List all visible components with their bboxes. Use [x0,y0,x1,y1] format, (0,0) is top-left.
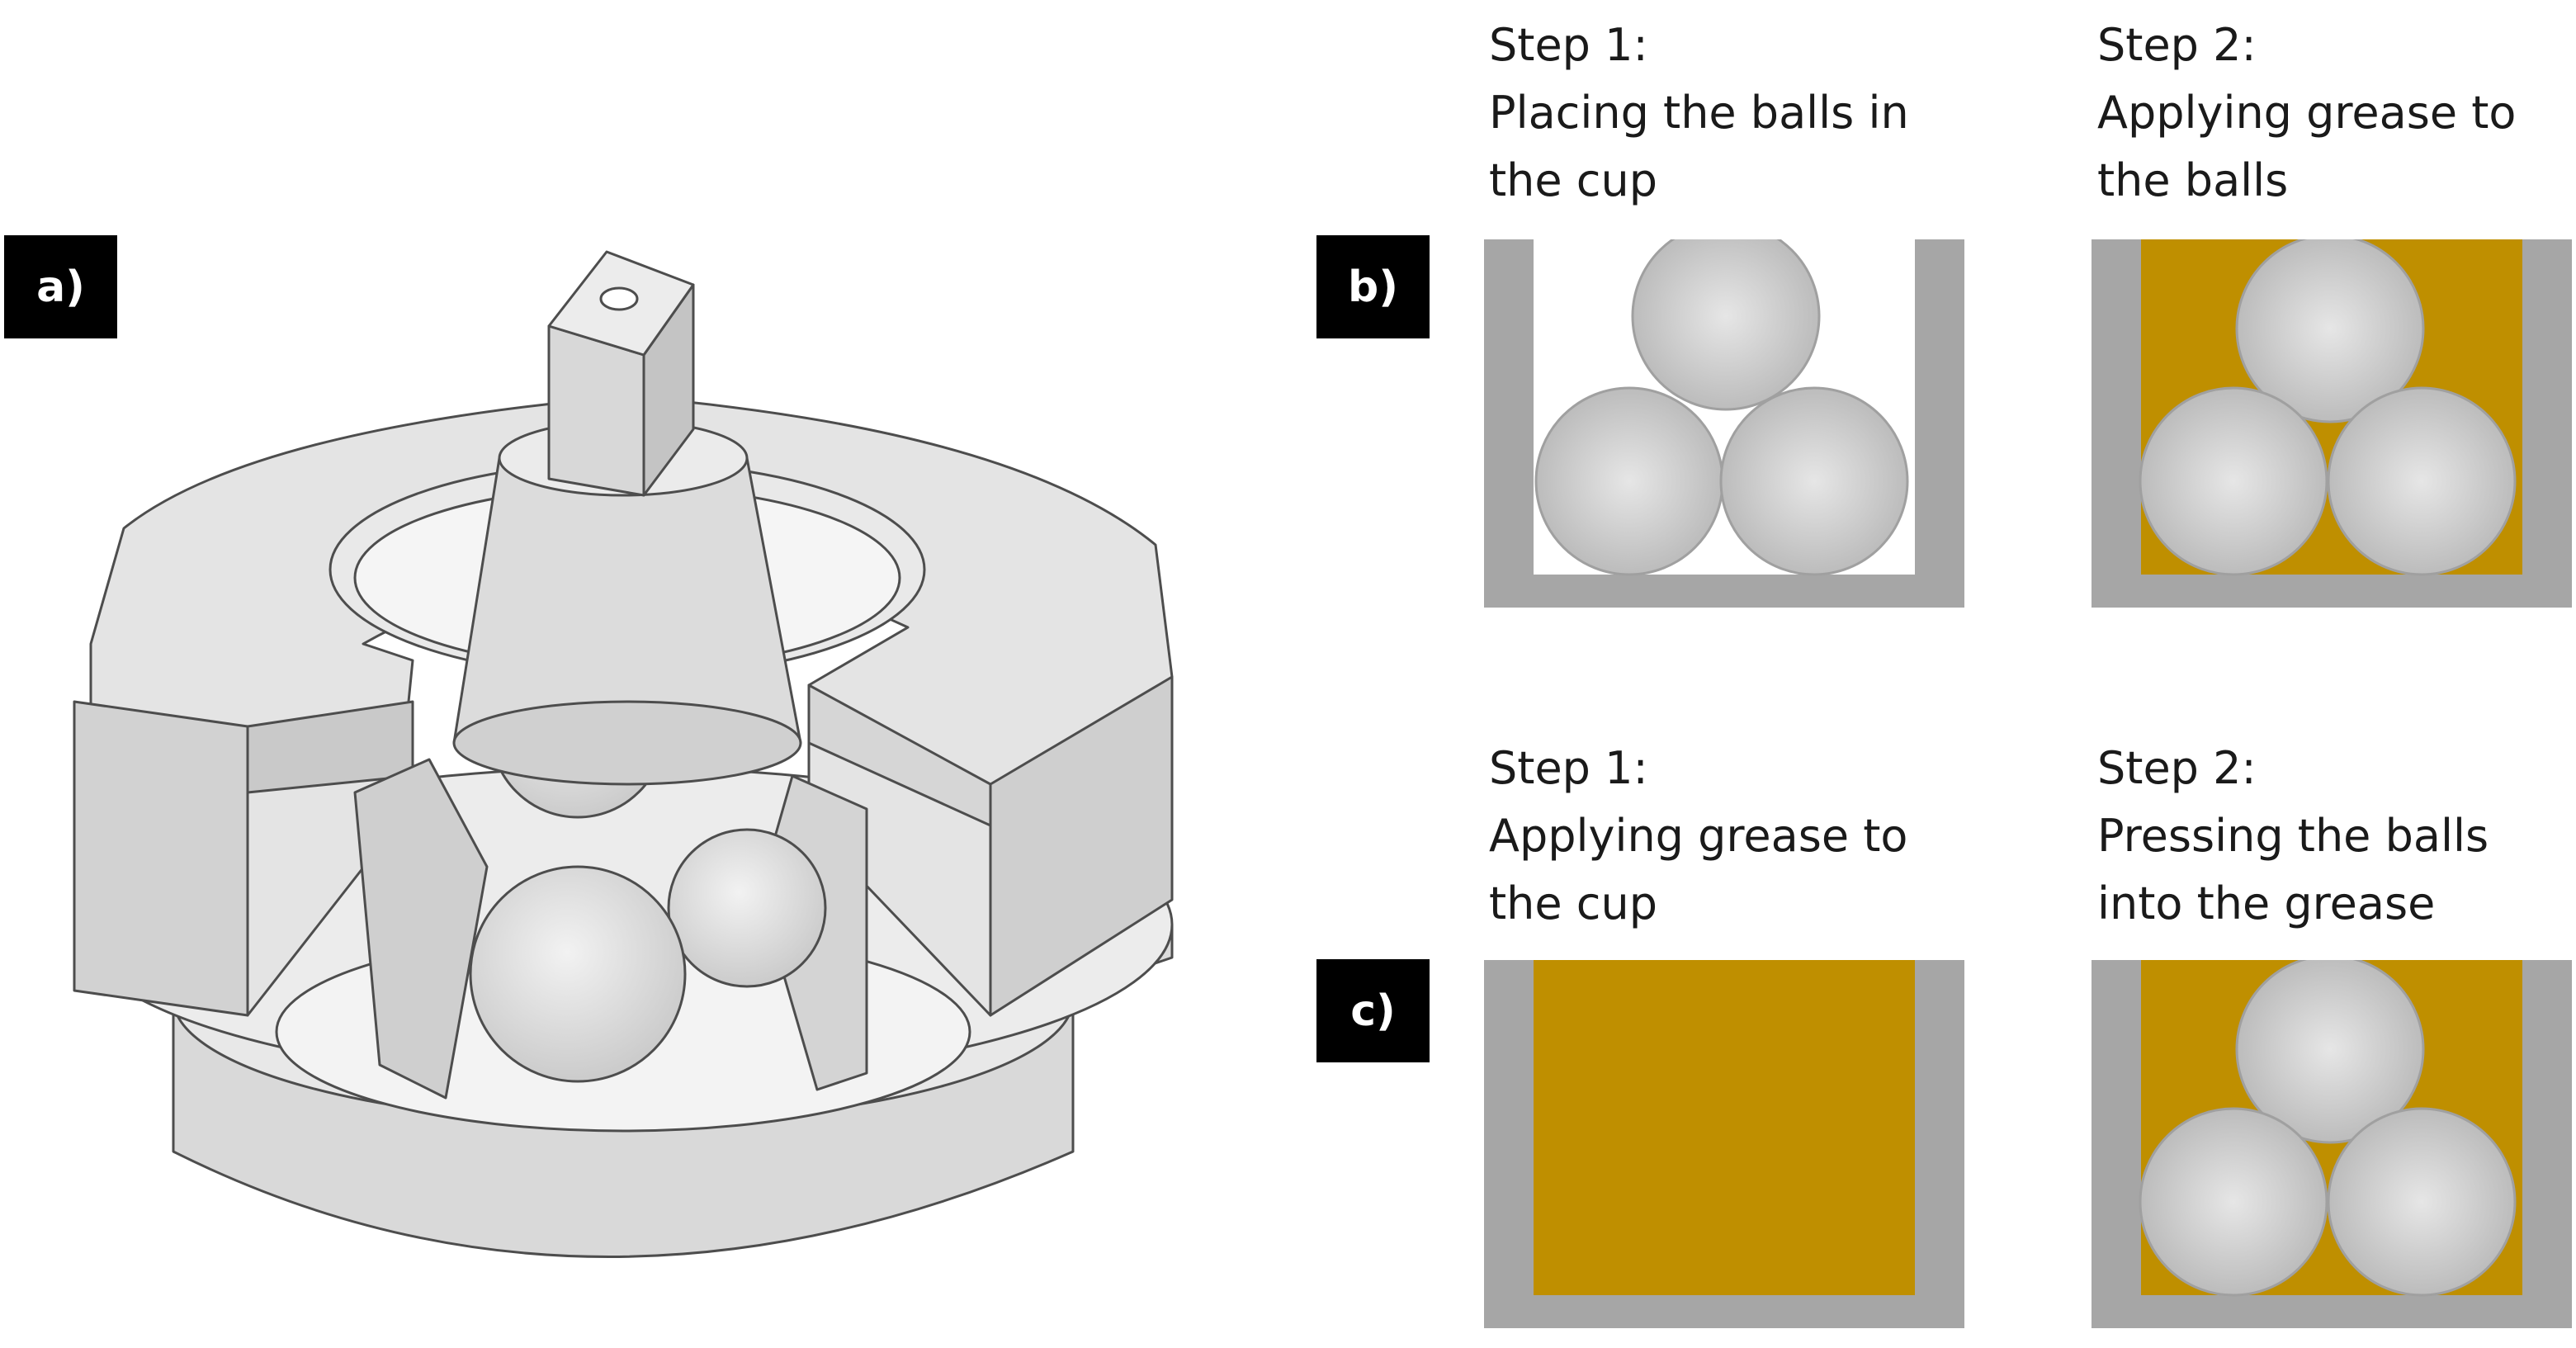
step-heading: Step 1: [1489,742,1648,794]
ball [1719,386,1909,576]
step-line-1: Applying grease to [2097,87,2517,139]
cup-assembly-render [73,250,1174,1258]
step-line-2: the cup [1489,877,1657,929]
step-line-2: the balls [2097,154,2289,206]
step-line-2: into the grease [2097,877,2436,929]
step-line-1: Pressing the balls [2097,810,2489,862]
panel-label-c: c) [1316,959,1430,1062]
ball [2327,386,2517,576]
ball [2235,960,2425,1144]
cup-wall [2092,239,2572,608]
step-line-1: Applying grease to [1489,810,1908,862]
cup-diagram-c1 [1484,960,1964,1328]
step-line-2: the cup [1489,154,1657,206]
ball [1534,386,1724,576]
step-heading: Step 1: [1489,19,1648,71]
cup-wall [1484,960,1964,1328]
step-text-c1: Step 1: Applying grease to the cup [1489,735,1907,938]
step-heading: Step 2: [2097,19,2257,71]
ball [2327,1107,2517,1297]
cup-diagram-b2 [2092,239,2572,608]
ball [1631,239,1821,411]
ball [2235,239,2425,423]
grease-fill [1534,960,1915,1295]
cup-diagram-c2 [2092,960,2572,1328]
step-text-c2: Step 2: Pressing the balls into the grea… [2097,735,2489,938]
step-line-1: Placing the balls in [1489,87,1909,139]
step-heading: Step 2: [2097,742,2257,794]
step-text-b2: Step 2: Applying grease to the balls [2097,12,2516,215]
ball [2139,386,2328,576]
panel-label-b: b) [1316,235,1430,338]
cup-wall [1484,239,1964,608]
ball [2139,1107,2328,1297]
step-text-b1: Step 1: Placing the balls in the cup [1489,12,1909,215]
cup-wall [2092,960,2572,1328]
panel-label-a: a) [4,235,117,338]
cup-diagram-b1 [1484,239,1964,608]
